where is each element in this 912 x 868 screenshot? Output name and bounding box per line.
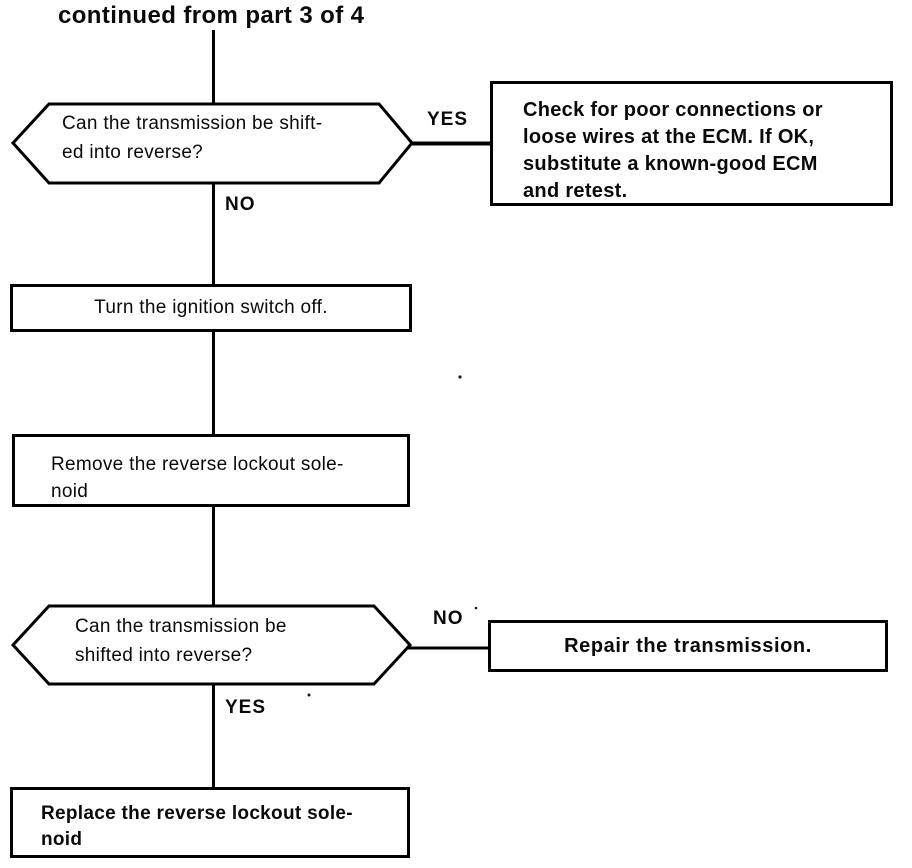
repair-transmission-line1: Repair the transmission. [564, 634, 812, 657]
replace-solenoid-line1: Replace the reverse lockout sole- [41, 803, 353, 824]
scan-speck [458, 375, 462, 379]
decision1-line2: ed into reverse? [62, 142, 204, 163]
remove-solenoid-line2: noid [51, 481, 89, 502]
scan-speck [474, 606, 478, 610]
scan-speck [307, 693, 311, 697]
ecm-action-line2: loose wires at the ECM. If OK, [523, 126, 815, 148]
ecm-action-line1: Check for poor connections or [523, 99, 823, 121]
decision2-yes-label: YES [225, 697, 267, 718]
decision2-hexagon [10, 604, 413, 686]
replace-solenoid-line2: noid [41, 829, 83, 850]
page-title: continued from part 3 of 4 [58, 2, 365, 29]
decision1-line1: Can the transmission be shift- [62, 113, 323, 134]
decision2-text: Can the transmission be shifted into rev… [75, 612, 287, 670]
decision1-yes-label: YES [427, 109, 469, 130]
ecm-action-line3: substitute a known-good ECM [523, 153, 818, 175]
decision2-no-label: NO [433, 608, 464, 629]
decision1-hexagon [10, 102, 414, 185]
repair-transmission-box: Repair the transmission. [488, 620, 888, 672]
decision2-line1: Can the transmission be [75, 616, 287, 637]
turn-ignition-off-box: Turn the ignition switch off. [10, 284, 412, 332]
ecm-action-line4: and retest. [523, 180, 628, 202]
decision1-no-label: NO [225, 194, 256, 215]
replace-solenoid-box: Replace the reverse lockout sole- noid [10, 787, 410, 858]
decision1-text: Can the transmission be shift- ed into r… [62, 109, 322, 167]
turn-ignition-off-line1: Turn the ignition switch off. [94, 297, 328, 318]
ecm-action-box: Check for poor connections or loose wire… [490, 81, 893, 206]
remove-solenoid-box: Remove the reverse lockout sole- noid [12, 434, 410, 507]
remove-solenoid-line1: Remove the reverse lockout sole- [51, 454, 344, 475]
decision2-line2: shifted into reverse? [75, 645, 253, 666]
